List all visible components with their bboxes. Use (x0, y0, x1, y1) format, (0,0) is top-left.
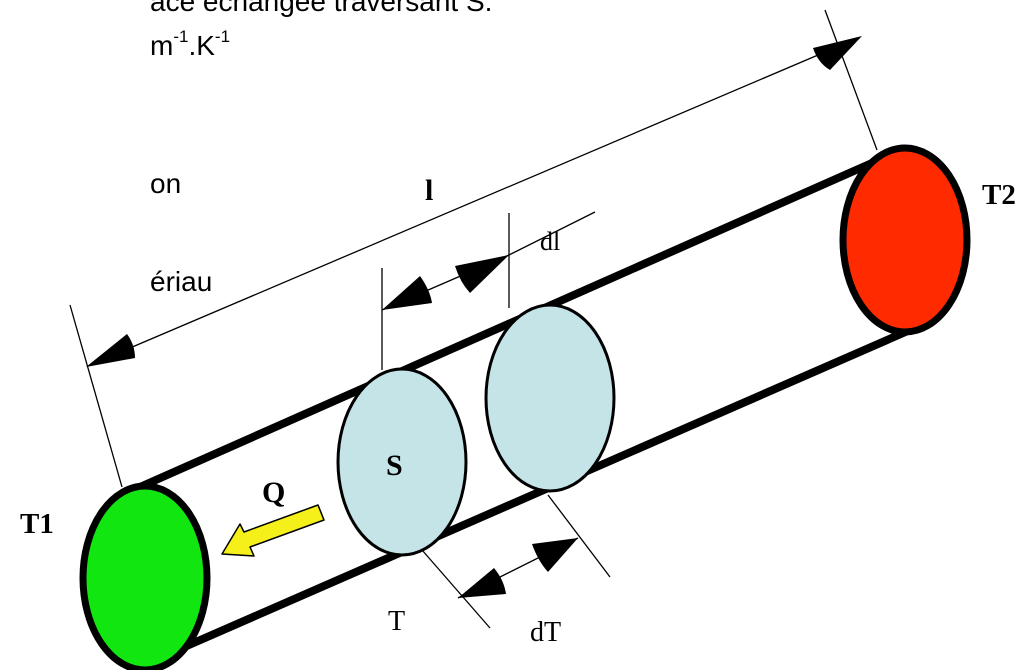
unit-dot-k: .K (188, 30, 215, 61)
dt-arrowhead-left (458, 568, 506, 598)
dt-arrowhead-right (532, 538, 578, 572)
length-arrowhead-right (813, 36, 862, 70)
cut-off-text-line-4: ériau (150, 266, 213, 297)
dl-dimension (381, 211, 596, 370)
tube-bottom-edge (148, 326, 912, 666)
section-label: S (386, 449, 403, 482)
unit-exponent-1: -1 (173, 27, 189, 46)
length-label: l (425, 174, 433, 207)
length-dimension-line (89, 37, 859, 366)
t1-label: T1 (20, 508, 54, 540)
length-dimension (69, 9, 878, 488)
cut-off-text-line-2: m-1.K-1 (150, 28, 230, 61)
unit-m: m (150, 30, 174, 61)
right-extension-line (824, 9, 878, 151)
dl-label: dl (540, 227, 560, 256)
length-arrowhead-left (86, 334, 135, 367)
s-section-disc (336, 367, 468, 557)
dl-section-disc (484, 303, 616, 493)
dt-dimension (421, 494, 611, 629)
dl-arrowhead-left (382, 276, 432, 310)
dt-extension-left (421, 549, 491, 629)
t2-end-disc (839, 144, 971, 336)
left-extension-line (69, 304, 123, 488)
flux-arrow (221, 504, 325, 557)
dl-arrowhead-right (455, 255, 509, 293)
cut-off-text-line-1: ace échangée traversant S. (150, 0, 493, 17)
dl-leader-line (508, 211, 596, 256)
t2-label: T2 (982, 179, 1016, 211)
dt-extension-right (547, 494, 611, 578)
flux-label: Q (262, 476, 285, 509)
t1-end-disc (79, 482, 211, 670)
dt-label: dT (530, 617, 561, 648)
t-label: T (388, 606, 405, 637)
cut-off-text-line-3: on (150, 168, 182, 199)
unit-exponent-2: -1 (214, 27, 231, 46)
